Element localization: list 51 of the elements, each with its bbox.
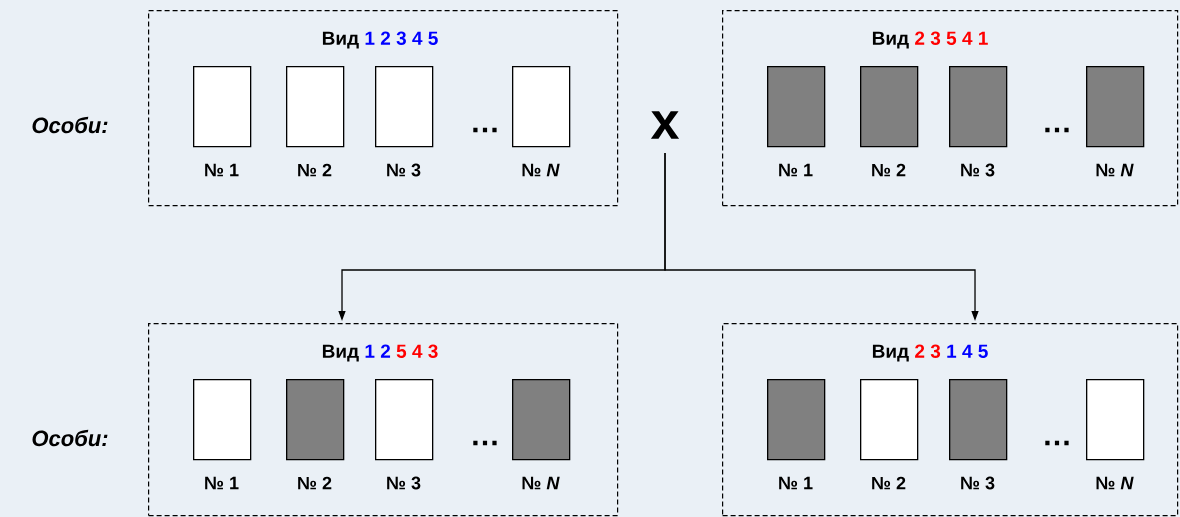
node-label: Вид	[872, 31, 909, 49]
species-label: Вид 1 2 3 4 5	[322, 31, 438, 49]
individual-number: № 3	[387, 476, 421, 490]
species-label: Вид 1 2 5 4 3	[322, 344, 438, 362]
species-label: Вид 2 3 1 4 5	[872, 344, 988, 362]
individual-number: № 1	[779, 163, 813, 177]
individual-number: № 2	[298, 476, 332, 490]
node-label: 5	[978, 344, 988, 358]
ellipsis: …	[1045, 127, 1069, 133]
node-label: 1	[365, 31, 375, 45]
ellipsis: …	[1045, 440, 1069, 446]
node-label: 4	[962, 344, 973, 358]
individual-number: № 3	[961, 476, 995, 490]
node-label: Вид	[322, 344, 359, 362]
node-label: 1	[365, 344, 375, 358]
node-label: Вид	[322, 31, 359, 49]
species-caption: Особи:	[32, 429, 108, 447]
individual-number: № 1	[205, 476, 239, 490]
node-label: 3	[930, 31, 941, 45]
individual-number: № N	[1096, 163, 1134, 177]
individual-number: № 2	[298, 163, 332, 177]
individual-number: № 1	[779, 476, 813, 490]
ellipsis: …	[473, 127, 497, 133]
node-label: 3	[930, 344, 941, 358]
species-label: Вид 2 3 5 4 1	[872, 31, 988, 49]
individual-number: № 1	[205, 163, 239, 177]
node-label: 3	[428, 344, 438, 358]
node-label: 5	[396, 344, 407, 358]
node-label: 4	[412, 31, 423, 45]
individual-number: № N	[1096, 476, 1134, 490]
node-label: 1	[947, 344, 957, 358]
cross-sign: x	[650, 111, 680, 139]
node-label: 2	[915, 31, 925, 45]
node-label: 2	[915, 344, 925, 358]
individual-number: № 2	[872, 476, 906, 490]
individual-number: № 3	[961, 163, 995, 177]
node-label: 4	[962, 31, 973, 45]
node-label: 4	[412, 344, 423, 358]
node-label: 5	[946, 31, 957, 45]
node-label: Вид	[872, 344, 909, 362]
node-label: 1	[978, 31, 988, 45]
node-label: 2	[380, 31, 391, 45]
individual-number: № N	[522, 476, 560, 490]
ellipsis: …	[473, 440, 497, 446]
node-label: 3	[396, 31, 406, 45]
node-label: 5	[428, 31, 438, 45]
individual-number: № N	[522, 163, 560, 177]
individual-number: № 2	[872, 163, 906, 177]
individual-number: № 3	[387, 163, 421, 177]
species-caption: Особи:	[32, 116, 108, 134]
node-label: 2	[380, 344, 391, 358]
